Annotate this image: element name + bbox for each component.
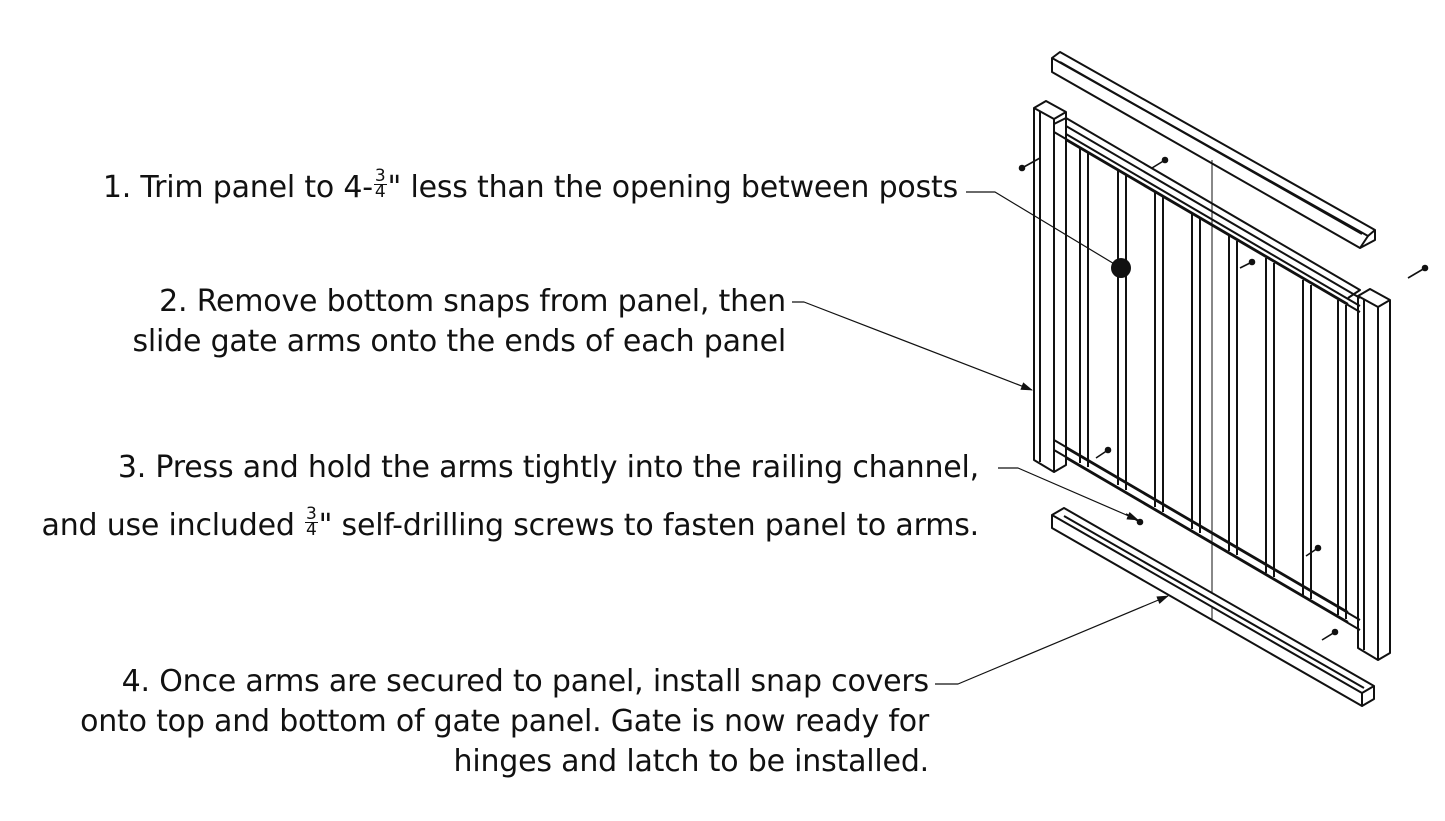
step-4-line1: 4. Once arms are secured to panel, insta… <box>121 664 930 699</box>
left-post <box>1033 100 1067 473</box>
top-snap-cover <box>1051 51 1376 249</box>
leader-step-2 <box>792 301 1033 391</box>
step-3-line2-pre: and use included <box>41 508 304 543</box>
screws <box>1018 156 1429 641</box>
leader-step-3 <box>998 467 1139 521</box>
leader-lines <box>792 191 1169 685</box>
leader-step-4 <box>935 595 1169 685</box>
balusters <box>1079 147 1347 619</box>
step-4-text: 4. Once arms are secured to panel, insta… <box>80 662 929 782</box>
step-4-line2: onto top and bottom of gate panel. Gate … <box>80 704 929 739</box>
step-2-text: 2. Remove bottom snaps from panel, then … <box>132 282 786 362</box>
step-2-line2: slide gate arms onto the ends of each pa… <box>132 324 786 359</box>
step-1-line1-post: " less than the opening between posts <box>387 170 959 205</box>
panel-top-rail <box>1053 117 1361 313</box>
step-2-line1: 2. Remove bottom snaps from panel, then <box>159 284 786 319</box>
step-3-line1: 3. Press and hold the arms tightly into … <box>117 450 979 485</box>
right-post <box>1357 288 1391 661</box>
step-4-line3: hinges and latch to be installed. <box>453 744 930 779</box>
bottom-snap-cover <box>1051 507 1375 707</box>
leader-step-1 <box>966 191 1122 269</box>
step-3-text: 3. Press and hold the arms tightly into … <box>41 448 980 546</box>
step-3-line2-post: " self-drilling screws to fasten panel t… <box>318 508 980 543</box>
step-1-line1-pre: 1. Trim panel to 4- <box>102 170 373 205</box>
